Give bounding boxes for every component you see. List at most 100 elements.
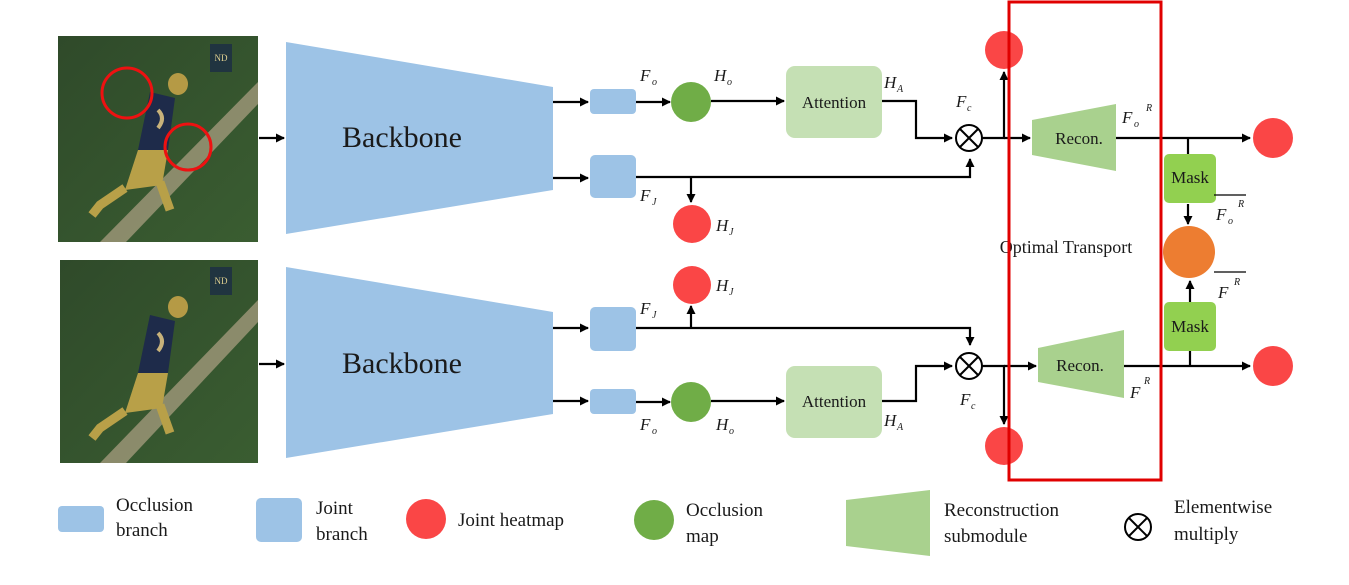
svg-text:H: H (883, 73, 898, 92)
attention-bottom (786, 366, 882, 438)
highlight-box (1007, 0, 1163, 482)
joint-heatmap-bottom-right (1253, 346, 1293, 386)
backbone-top (286, 42, 553, 234)
label-fc-top: F c (955, 92, 972, 114)
legend-joint-branch-l1: Joint (316, 498, 354, 519)
svg-text:ND: ND (215, 276, 228, 286)
svg-text:A: A (896, 422, 904, 433)
svg-text:F: F (955, 92, 967, 111)
attention-top-label: Attention (802, 93, 867, 112)
svg-text:J: J (652, 197, 657, 208)
label-ha-bottom: H A (883, 411, 904, 433)
svg-text:o: o (729, 426, 734, 437)
svg-text:F: F (639, 299, 651, 318)
svg-text:o: o (652, 77, 657, 88)
input-image-top: ND (58, 36, 258, 242)
svg-text:J: J (729, 287, 734, 298)
label-fo-r-bar: F o R (1214, 194, 1246, 227)
label-f-r: F R (1129, 376, 1150, 402)
recon-bottom (1038, 330, 1124, 398)
svg-text:J: J (729, 227, 734, 238)
joint-heatmap-top-fc (985, 31, 1023, 69)
legend-joint-branch-swatch (256, 498, 302, 542)
input-image-bottom: ND (60, 260, 258, 463)
label-ha-top: H A (883, 73, 904, 95)
legend-recon-l2: submodule (944, 526, 1027, 547)
svg-text:H: H (715, 216, 730, 235)
mask-bottom-label: Mask (1171, 317, 1209, 336)
attention-bottom-label: Attention (802, 392, 867, 411)
svg-text:A: A (896, 84, 904, 95)
legend-joint-heatmap: Joint heatmap (458, 510, 564, 531)
optimal-transport-node (1163, 226, 1215, 278)
svg-text:F: F (1215, 205, 1227, 224)
recon-top (1032, 104, 1116, 171)
multiply-bottom (955, 352, 983, 380)
occlusion-circle-1 (100, 66, 154, 120)
label-ho-bottom: H o (715, 415, 734, 437)
label-fc-bottom: F c (959, 390, 976, 412)
backbone-top-label: Backbone (342, 121, 462, 154)
joint-heatmap-top-right (1253, 118, 1293, 158)
mask-bottom (1164, 302, 1216, 351)
joint-branch-bottom (590, 307, 636, 351)
svg-text:H: H (883, 411, 898, 430)
svg-text:o: o (1134, 119, 1139, 130)
svg-text:R: R (1233, 277, 1240, 288)
joint-heatmap-bottom-left (673, 266, 711, 304)
joint-heatmap-top-left (673, 205, 711, 243)
occlusion-map-top (671, 82, 711, 122)
svg-text:F: F (639, 66, 651, 85)
label-fo-r: F o R (1121, 103, 1152, 130)
joint-heatmap-bottom-fc (985, 427, 1023, 465)
legend-occlusion-branch-swatch (58, 506, 104, 532)
backbone-bottom (286, 267, 553, 458)
svg-text:H: H (715, 276, 730, 295)
svg-text:F: F (1121, 108, 1133, 127)
occlusion-branch-bottom (590, 389, 636, 414)
label-fj-top: F J (639, 186, 657, 208)
label-fo-bottom: F o (639, 415, 657, 437)
svg-text:R: R (1145, 103, 1152, 114)
legend-joint-branch-l2: branch (316, 524, 368, 545)
svg-text:H: H (713, 66, 728, 85)
legend-recon-l1: Reconstruction (944, 500, 1060, 521)
svg-text:R: R (1237, 199, 1244, 210)
legend: Occlusion branch Joint branch Joint heat… (58, 490, 1272, 556)
svg-text:H: H (715, 415, 730, 434)
attention-top (786, 66, 882, 138)
legend-recon-swatch (846, 490, 930, 556)
svg-text:F: F (959, 390, 971, 409)
svg-text:F: F (639, 415, 651, 434)
optimal-transport-label: Optimal Transport (1000, 237, 1133, 257)
occlusion-map-bottom (671, 382, 711, 422)
mask-top-label: Mask (1171, 168, 1209, 187)
legend-elementwise-l2: multiply (1174, 524, 1239, 545)
recon-bottom-label: Recon. (1056, 356, 1104, 375)
legend-occlusion-map-l2: map (686, 526, 719, 547)
svg-text:J: J (652, 310, 657, 321)
legend-occlusion-map-swatch (634, 500, 674, 540)
joint-branch-top (590, 155, 636, 198)
label-f-r-bar: F R (1214, 271, 1246, 302)
svg-text:o: o (652, 426, 657, 437)
label-fo-top: F o (639, 66, 657, 88)
legend-occlusion-branch-l2: branch (116, 520, 168, 541)
multiply-top (955, 124, 983, 152)
svg-text:R: R (1143, 376, 1150, 387)
mask-top (1164, 154, 1216, 203)
svg-text:c: c (967, 103, 972, 114)
svg-text:F: F (639, 186, 651, 205)
backbone-bottom-label: Backbone (342, 347, 462, 380)
svg-text:c: c (971, 401, 976, 412)
svg-text:ND: ND (215, 53, 228, 63)
legend-occlusion-branch-l1: Occlusion (116, 495, 194, 516)
recon-top-label: Recon. (1055, 129, 1103, 148)
label-hj-top: H J (715, 216, 734, 238)
svg-text:o: o (727, 77, 732, 88)
label-hj-bottom: H J (715, 276, 734, 298)
svg-text:o: o (1228, 216, 1233, 227)
label-fj-bottom: F J (639, 299, 657, 321)
